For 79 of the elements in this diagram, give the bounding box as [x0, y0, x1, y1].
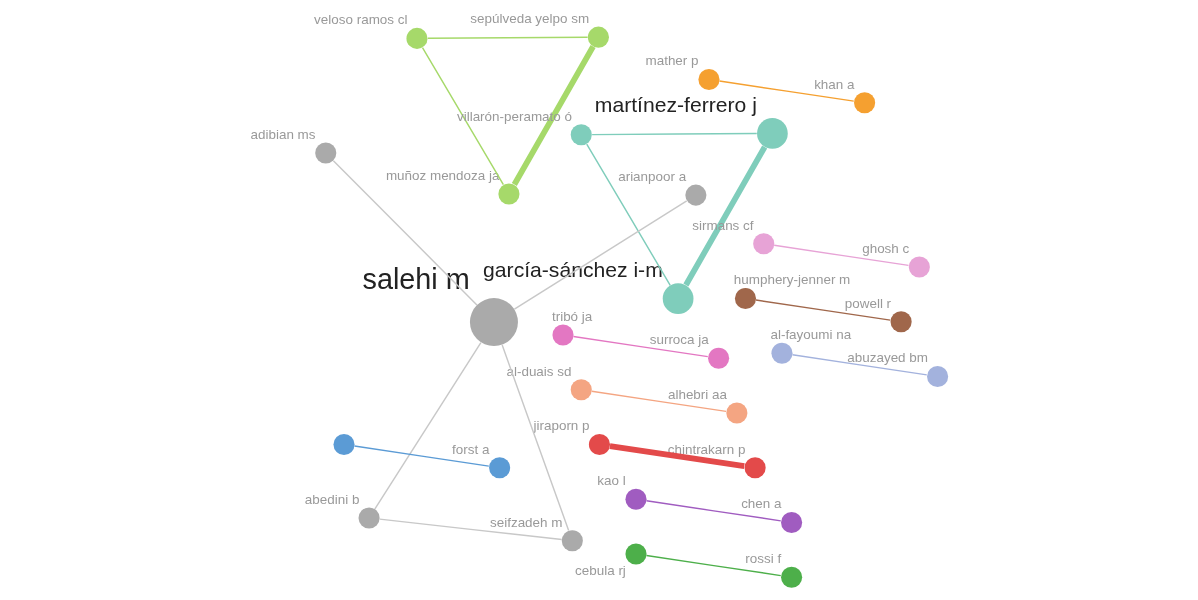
node-label: al-duais sd	[505, 363, 571, 379]
node-circle	[358, 507, 380, 529]
node-label: abuzayed bm	[846, 350, 928, 366]
node-label: sepúlveda yelpo sm	[469, 10, 589, 26]
node-circle	[684, 184, 706, 206]
connector	[791, 354, 927, 376]
connector	[682, 145, 767, 287]
node-label: humphery-jenner m	[733, 272, 850, 288]
node-circle	[551, 324, 574, 346]
connector	[378, 518, 562, 541]
node-circle	[697, 68, 720, 91]
node-circle	[314, 142, 336, 164]
node-circle	[570, 379, 592, 401]
node-label: mather p	[644, 53, 699, 69]
node-label: seifzadeh m	[489, 514, 562, 530]
connector	[332, 159, 478, 306]
node-circle	[561, 530, 583, 552]
node-label: kao l	[596, 473, 626, 488]
connector	[590, 390, 727, 413]
node-label: forst a	[451, 441, 489, 457]
node-circle	[624, 543, 647, 565]
connector	[718, 80, 854, 102]
node-circle	[662, 283, 693, 315]
node-circle	[624, 488, 647, 510]
node-label: chen a	[740, 496, 782, 512]
node-circle	[926, 365, 948, 388]
connector	[585, 143, 671, 287]
node-label: martínez-ferrero j	[594, 92, 757, 116]
connector	[772, 244, 909, 267]
node-circle	[405, 27, 428, 49]
node-label: adibian ms	[250, 126, 316, 142]
node-circle	[332, 433, 355, 456]
node-label: cebula rj	[574, 563, 626, 579]
node-circle	[744, 457, 766, 479]
connector	[645, 554, 781, 577]
connector	[426, 36, 588, 40]
node-circle	[570, 124, 592, 146]
node-circle	[756, 118, 788, 149]
node-label: tribó ja	[551, 308, 592, 324]
node-circle	[908, 256, 930, 278]
node-label: powell r	[844, 295, 891, 311]
connector	[421, 46, 504, 186]
connector	[500, 344, 569, 532]
node-label: garcía-sánchez i-m	[482, 258, 663, 282]
node-circle	[734, 287, 756, 310]
node-label: jiraporn p	[533, 418, 590, 434]
node-circle	[588, 433, 610, 456]
node-label: al-fayoumi na	[769, 327, 851, 343]
node-circle	[752, 233, 774, 255]
node-label: veloso ramos cl	[313, 12, 407, 28]
connector	[590, 132, 757, 136]
node-circle	[853, 92, 875, 114]
node-circle	[725, 402, 747, 424]
connector	[373, 341, 482, 510]
node-circle	[780, 566, 802, 588]
node-label: khan a	[813, 76, 855, 92]
node-circle	[497, 183, 519, 205]
connector	[645, 500, 781, 522]
node-circle	[770, 342, 793, 364]
node-circle	[707, 347, 729, 369]
connector	[754, 299, 891, 321]
node-label: alhebri aa	[667, 386, 727, 402]
node-label: ghosh c	[861, 240, 909, 256]
node-label: rossi f	[744, 551, 781, 566]
node-label: abedini b	[304, 491, 359, 507]
connector	[513, 200, 687, 310]
connector	[511, 45, 596, 186]
node-circle	[469, 298, 518, 347]
node-label: surroca ja	[649, 332, 709, 348]
connector	[572, 335, 708, 358]
node-circle	[890, 311, 912, 333]
connector	[353, 445, 490, 467]
node-label: salehi m	[362, 263, 470, 296]
node-circle	[780, 511, 802, 534]
node-circle	[488, 457, 510, 479]
node-label: arianpoor a	[617, 168, 686, 184]
connector	[609, 443, 745, 469]
node-circle	[587, 26, 609, 48]
node-label: chintrakarn p	[667, 441, 745, 457]
